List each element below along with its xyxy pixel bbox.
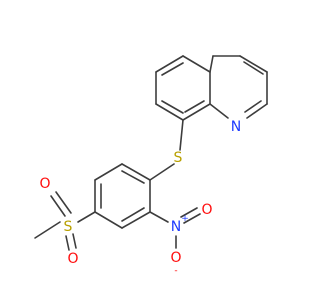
bond xyxy=(161,62,184,76)
nitro-oxygen-charge: - xyxy=(174,266,177,276)
atom-labels: N S S O O N + O O - xyxy=(39,119,241,276)
bond xyxy=(149,163,175,181)
bond xyxy=(180,207,198,218)
bond xyxy=(50,195,66,217)
quinoline-nitrogen-label: N xyxy=(231,119,241,135)
bond xyxy=(121,207,145,222)
bond xyxy=(34,221,61,239)
bond xyxy=(94,211,123,229)
nitro-nitrogen-charge: + xyxy=(181,214,189,224)
bond xyxy=(155,55,184,73)
nitro-oxygen-single-label: O xyxy=(170,250,181,266)
bond xyxy=(121,163,151,181)
bond xyxy=(149,211,169,223)
molecule-diagram: N S S O O N + O O - xyxy=(34,55,268,276)
bond xyxy=(179,119,184,151)
bond xyxy=(209,103,229,119)
bond xyxy=(55,191,72,214)
sulfonyl-oxygen-top-label: O xyxy=(39,176,50,192)
sulfonyl-oxygen-bottom-label: O xyxy=(67,251,78,267)
bond xyxy=(161,100,184,114)
bond xyxy=(155,103,184,121)
bond xyxy=(182,55,211,73)
thioether-sulfur-label: S xyxy=(174,150,183,166)
nitro-nitrogen-label: N xyxy=(171,219,181,235)
bond xyxy=(121,211,151,229)
bond xyxy=(209,55,214,73)
bond xyxy=(65,235,70,251)
bond xyxy=(121,170,145,184)
bond xyxy=(239,55,268,73)
bond xyxy=(182,103,211,121)
bond xyxy=(243,61,264,75)
bond xyxy=(246,103,268,119)
nitro-oxygen-double-label: O xyxy=(201,202,212,218)
bond xyxy=(184,100,205,113)
bond xyxy=(94,163,123,181)
bond xyxy=(183,213,201,224)
bond xyxy=(77,211,96,223)
bonds xyxy=(34,55,268,251)
bond xyxy=(244,100,262,113)
sulfonyl-sulfur-label: S xyxy=(64,219,73,235)
bond xyxy=(72,233,77,249)
